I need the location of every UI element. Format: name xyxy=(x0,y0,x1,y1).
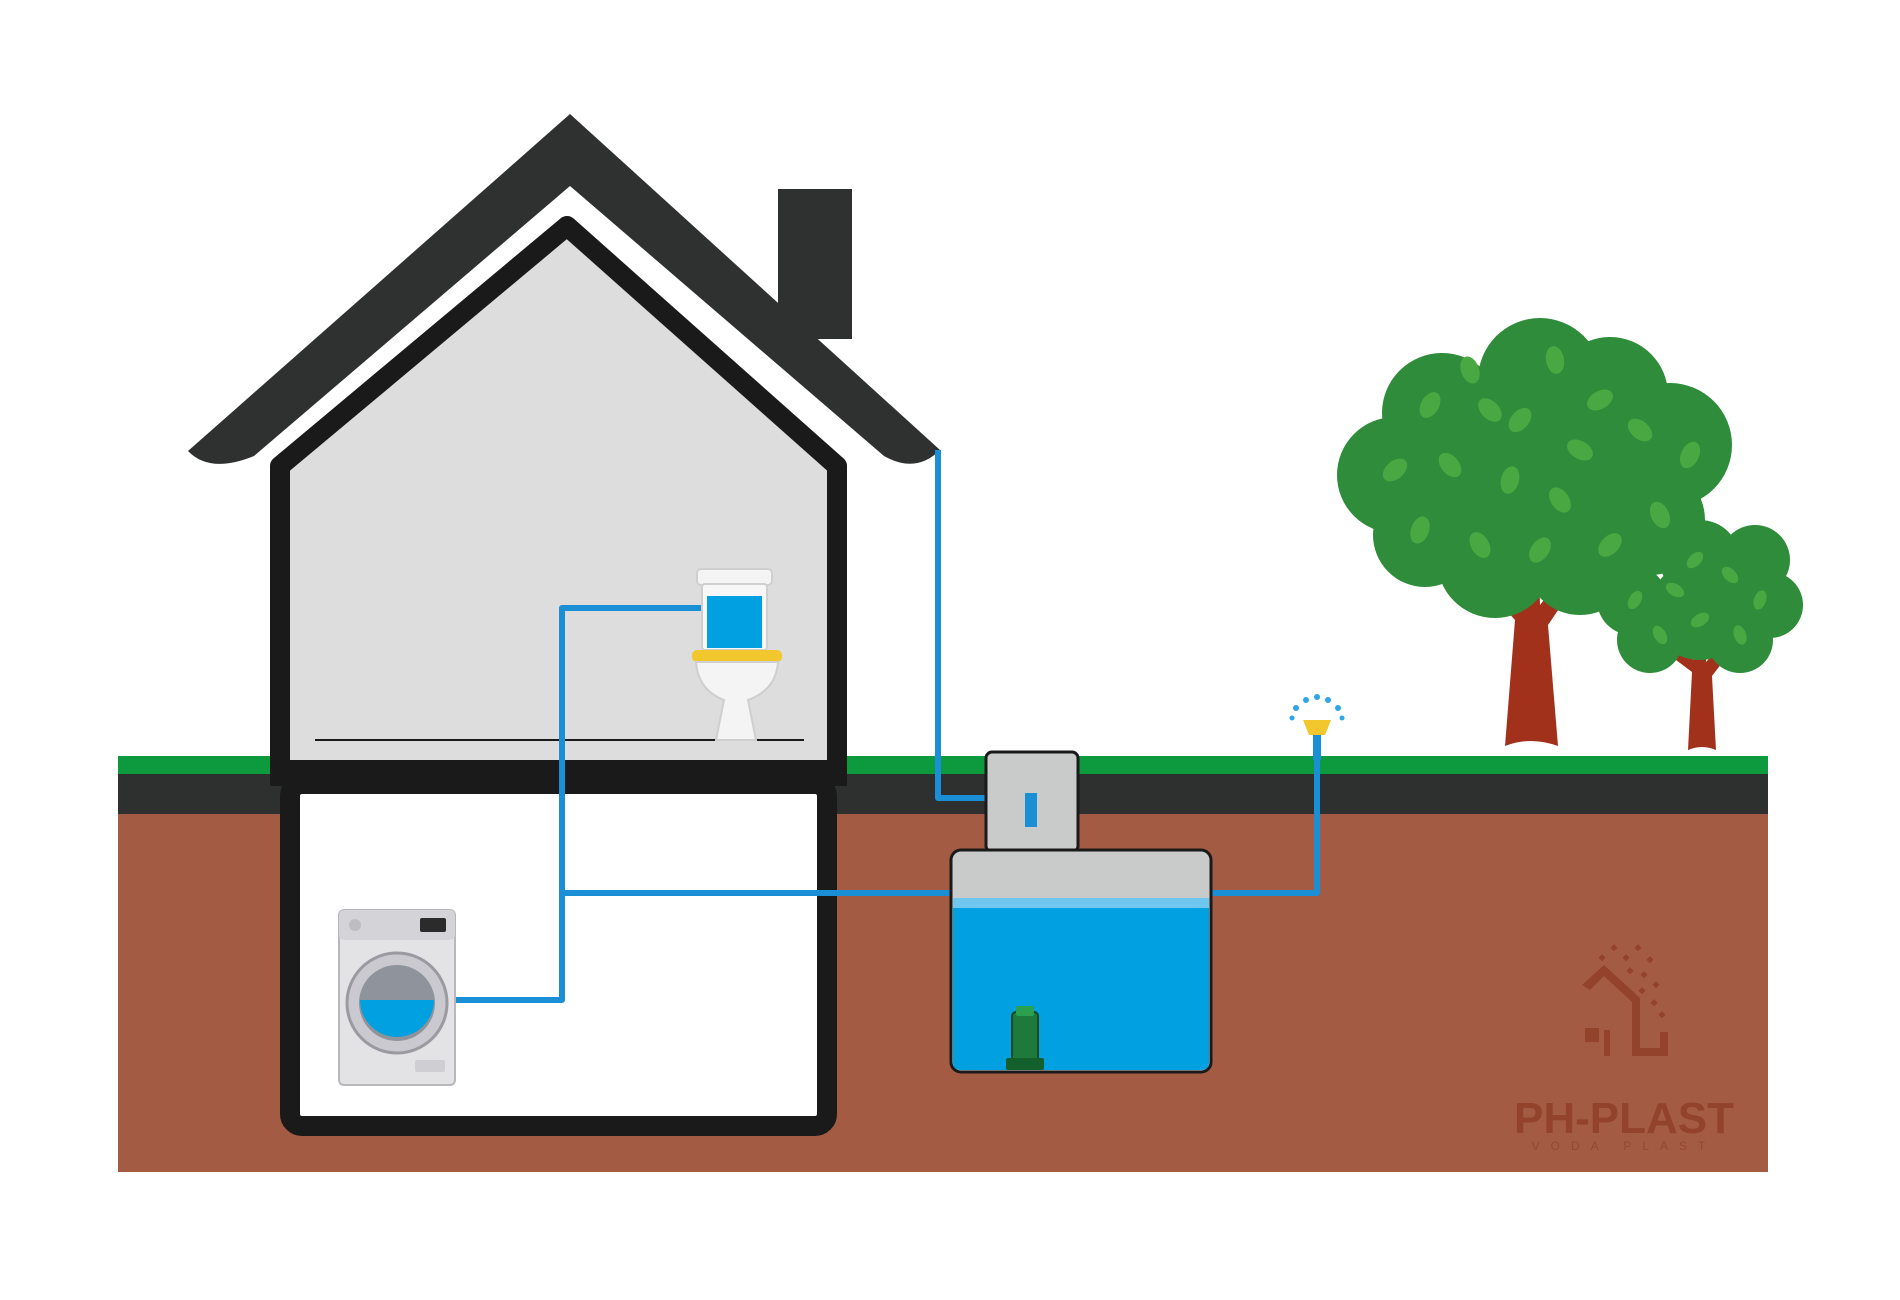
leaf xyxy=(1545,346,1565,374)
tank-water xyxy=(953,900,1209,1070)
leaf xyxy=(1753,590,1767,610)
spray-drop xyxy=(1293,705,1299,711)
sprinkler-stem xyxy=(1313,720,1321,760)
leaf xyxy=(1679,441,1701,469)
leaf xyxy=(1529,537,1551,563)
main-distribution-pipe xyxy=(562,740,1320,896)
canopy-lobe xyxy=(1440,380,1620,560)
inlet-spout xyxy=(1025,793,1037,827)
tree-leaves xyxy=(1382,346,1701,563)
upper-floor xyxy=(270,216,847,782)
garden-sprinkler-icon xyxy=(1289,694,1345,760)
tank-water-surface xyxy=(953,898,1209,908)
brand-name: PH-PLAST xyxy=(1514,1094,1734,1143)
leaf xyxy=(1652,625,1668,645)
spray-drop xyxy=(1303,697,1309,703)
spray-drop xyxy=(1325,697,1331,703)
washer-display xyxy=(420,918,446,932)
leaf xyxy=(1649,501,1671,529)
spray-drop xyxy=(1314,694,1320,700)
leaf xyxy=(1419,392,1441,418)
leaf xyxy=(1690,612,1710,628)
tree-leaves xyxy=(1627,551,1767,645)
washer-control-panel xyxy=(339,910,455,940)
toilet-tank-lid xyxy=(696,568,773,586)
leaf xyxy=(1627,590,1643,610)
chimney xyxy=(778,189,852,339)
toilet-tank-water xyxy=(707,596,762,648)
leaf xyxy=(1382,458,1408,482)
pump-head xyxy=(1016,1006,1034,1016)
toilet-bowl xyxy=(694,661,780,741)
leaf xyxy=(1733,625,1747,645)
washer-water xyxy=(360,1000,434,1037)
leaf xyxy=(1686,551,1704,569)
leaf xyxy=(1508,407,1532,433)
washer-dial xyxy=(349,919,361,931)
house-foundation xyxy=(270,760,847,786)
water-spray xyxy=(1289,694,1345,721)
spray-drop xyxy=(1339,715,1345,721)
leaf xyxy=(1721,566,1739,584)
pump-body xyxy=(1011,1011,1039,1067)
leaf xyxy=(1500,466,1520,494)
leaf xyxy=(1598,533,1622,557)
leaf xyxy=(1665,582,1685,598)
spray-drop xyxy=(1335,705,1341,711)
toilet-seat xyxy=(692,650,782,662)
leaf xyxy=(1469,532,1491,558)
leaf xyxy=(1587,389,1613,411)
leaf xyxy=(1627,418,1653,442)
tree-icon xyxy=(1597,520,1803,750)
washer-bottom-panel xyxy=(415,1060,445,1072)
toilet-icon xyxy=(692,568,782,741)
brand-logo: PH-PLAST VODA PLAST xyxy=(1514,944,1734,1153)
roof xyxy=(188,114,940,464)
leaf xyxy=(1460,356,1480,384)
leaf xyxy=(1438,452,1462,478)
logo-bar xyxy=(1604,1030,1610,1056)
submersible-pump-icon xyxy=(1006,1006,1044,1070)
pump-base xyxy=(1006,1058,1044,1070)
leaf xyxy=(1549,487,1571,513)
downpipe xyxy=(935,450,1033,801)
leaf xyxy=(1410,516,1430,544)
logo-square xyxy=(1585,1028,1599,1042)
brand-tagline: VODA PLAST xyxy=(1532,1139,1717,1153)
leaf xyxy=(1567,439,1593,461)
spray-drop xyxy=(1289,715,1295,721)
leaf xyxy=(1478,398,1502,422)
sprinkler-head xyxy=(1303,720,1331,735)
washing-machine-icon xyxy=(338,909,456,1086)
